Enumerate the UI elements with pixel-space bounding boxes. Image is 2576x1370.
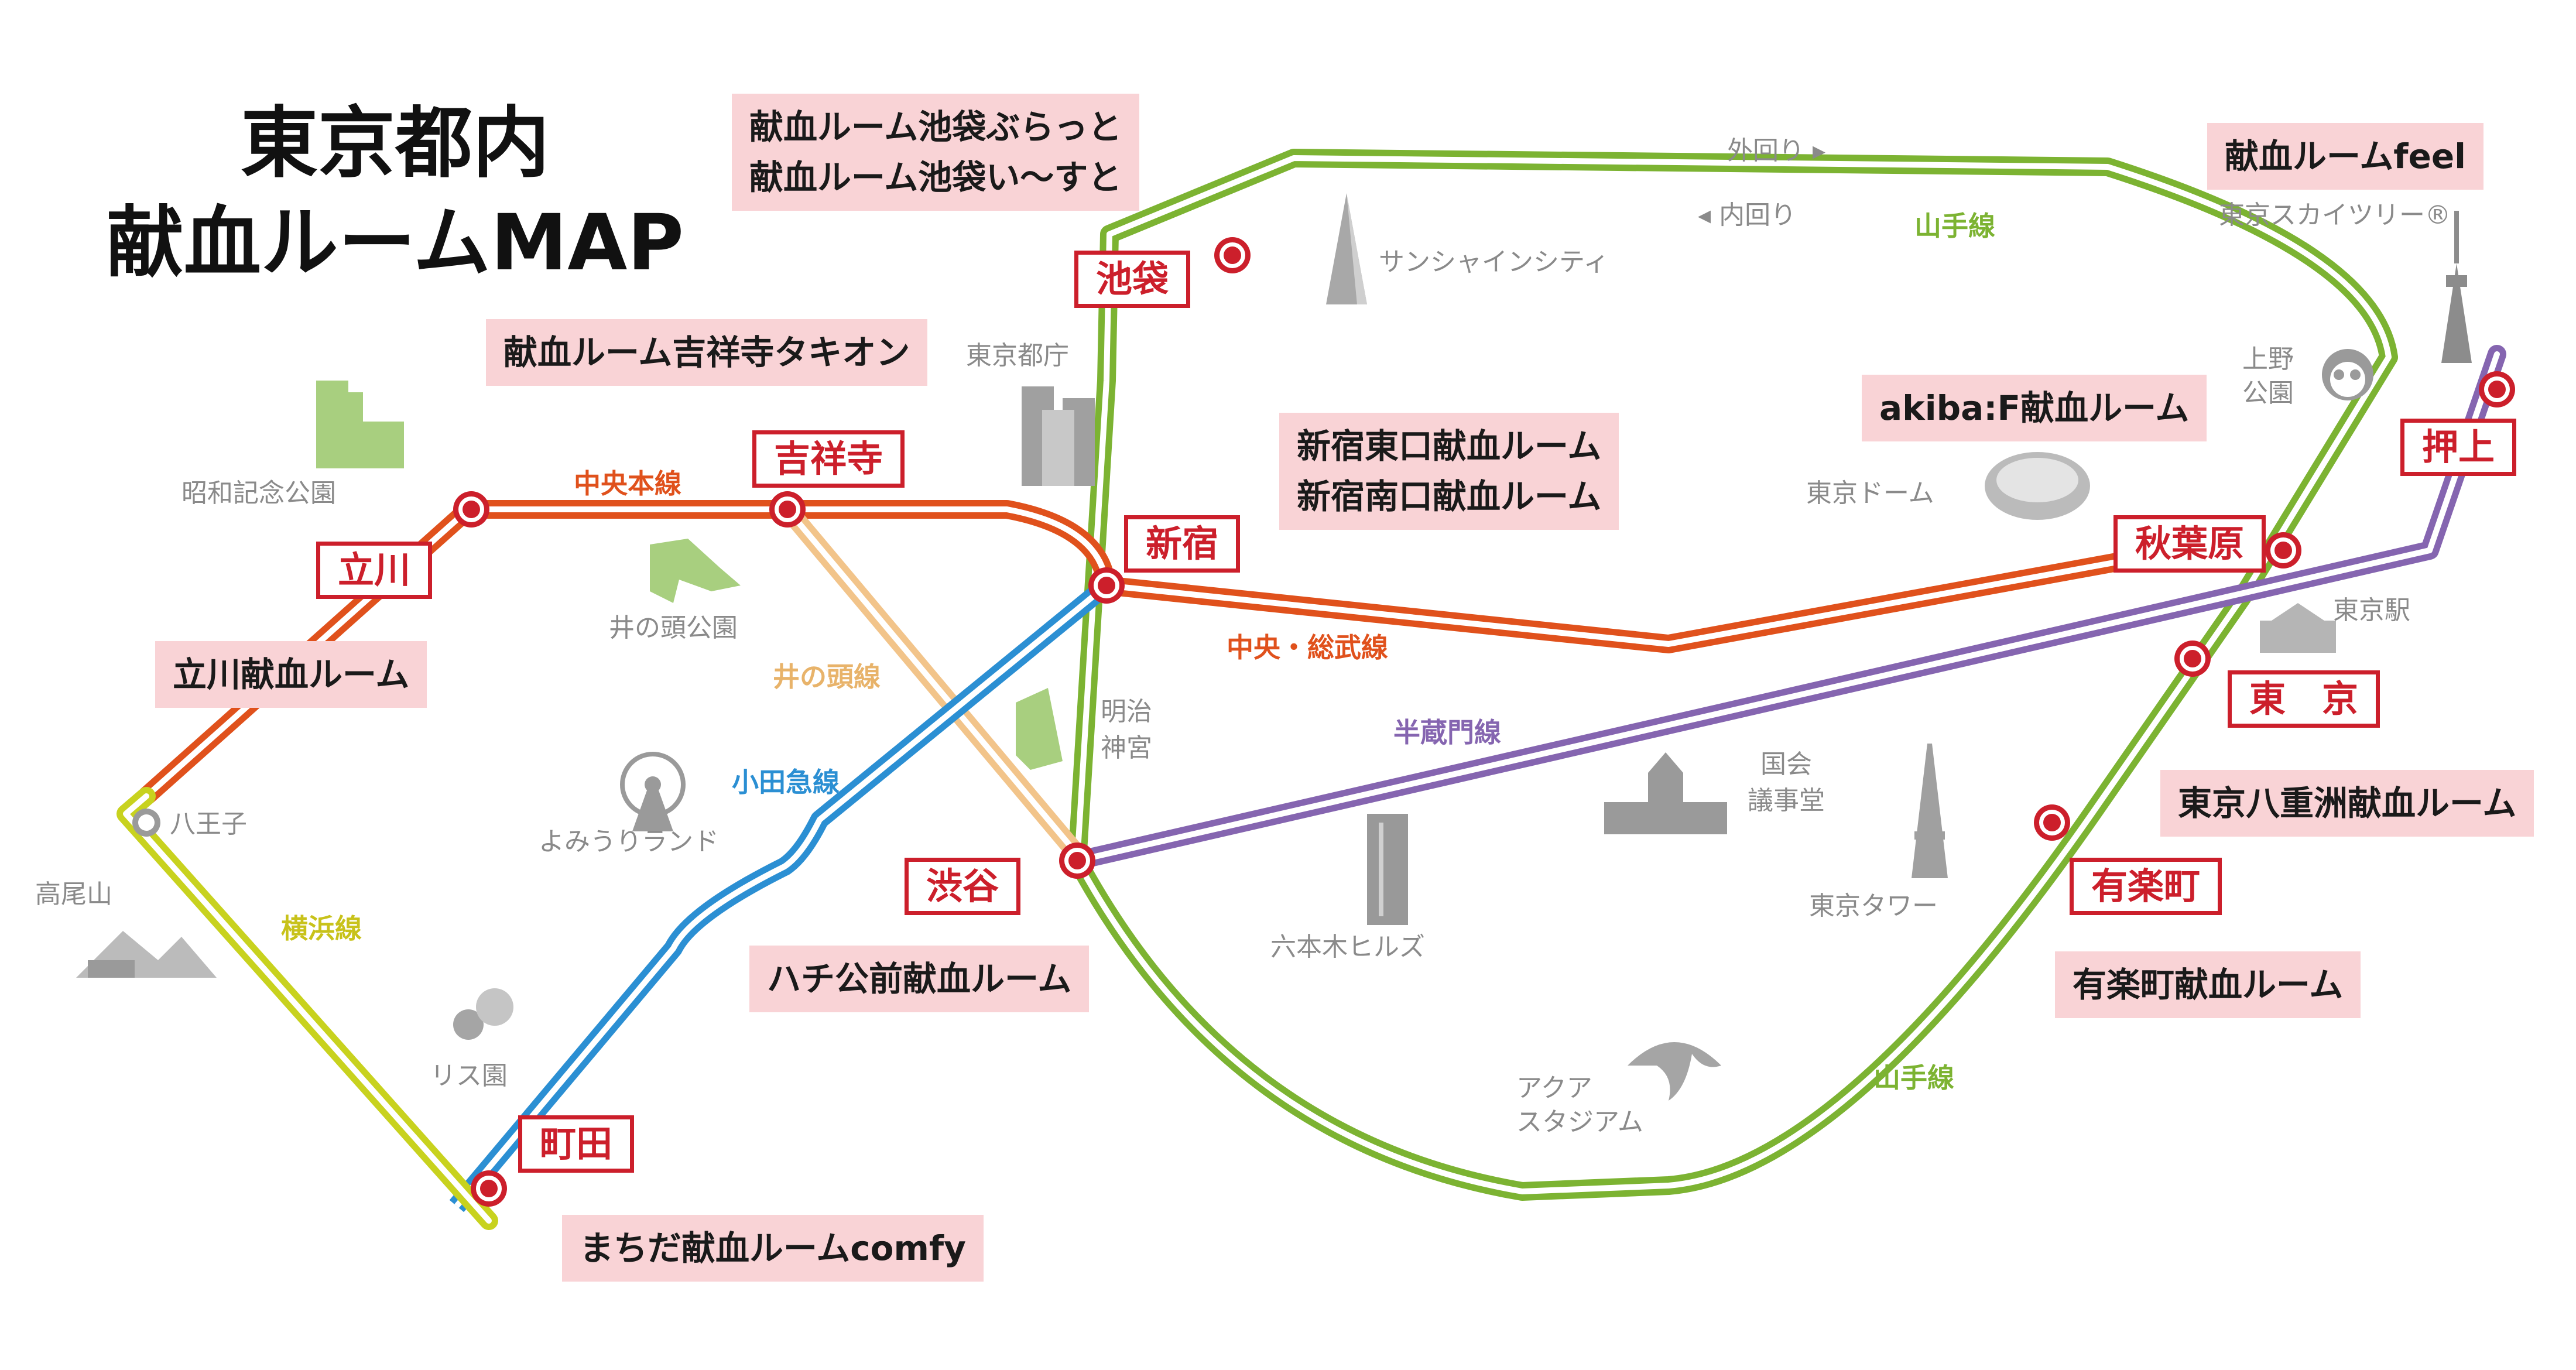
label-chuo-sobu: 中央・総武線 xyxy=(1227,632,1388,663)
yokohama-line xyxy=(117,787,498,1230)
room-shinjuku[interactable]: 新宿東口献血ルーム 新宿南口献血ルーム xyxy=(1279,413,1619,530)
yamanote-line xyxy=(1068,149,2398,1201)
station-dot-akihabara xyxy=(2265,532,2301,568)
room-kichijoji[interactable]: 献血ルーム吉祥寺タキオン xyxy=(486,319,928,386)
station-yurakucho[interactable]: 有楽町 xyxy=(2070,858,2222,915)
landmark-roppongi: 六本木ヒルズ xyxy=(1270,932,1425,962)
landmark-hachioji: 八王子 xyxy=(170,809,247,839)
landmark-ueno: 上野 公園 xyxy=(2242,342,2294,410)
odakyu-line xyxy=(449,578,1113,1213)
room-tokyo[interactable]: 東京八重洲献血ルーム xyxy=(2160,770,2534,837)
label-yamanote-bottom: 山手線 xyxy=(1873,1062,1954,1094)
station-dot-shinjuku xyxy=(1088,567,1125,604)
room-tachikawa[interactable]: 立川献血ルーム xyxy=(155,641,427,708)
landmark-showa: 昭和記念公園 xyxy=(181,478,336,508)
landmark-ueno-2: 公園 xyxy=(2242,378,2294,408)
room-ikebukuro[interactable]: 献血ルーム池袋ぶらっと 献血ルーム池袋い～すと xyxy=(732,94,1140,211)
landmark-meiji-2: 神宮 xyxy=(1101,733,1152,763)
label-yamanote-top: 山手線 xyxy=(1914,210,1995,242)
room-shibuya[interactable]: ハチ公前献血ルーム xyxy=(749,946,1090,1012)
landmark-yomiuri: よみうりランド xyxy=(539,827,719,857)
station-dot-ikebukuro xyxy=(1214,237,1251,273)
title-line-1: 東京都内 xyxy=(241,98,550,189)
label-inokashira: 井の頭線 xyxy=(773,661,881,693)
label-yokohama: 横浜線 xyxy=(281,913,362,944)
landmark-aqua-2: スタジアム xyxy=(1516,1107,1643,1137)
landmark-inokashira-park: 井の頭公園 xyxy=(609,613,738,643)
station-shinjuku[interactable]: 新宿 xyxy=(1124,515,1241,573)
room-machida[interactable]: まちだ献血ルームcomfy xyxy=(562,1215,984,1282)
landmark-ueno-1: 上野 xyxy=(2242,344,2294,374)
landmark-meiji: 明治 神宮 xyxy=(1101,694,1152,766)
landmark-aqua: アクア スタジアム xyxy=(1516,1071,1643,1139)
landmark-kokkai-1: 国会 xyxy=(1760,749,1812,779)
landmark-meiji-1: 明治 xyxy=(1101,697,1152,727)
station-ikebukuro[interactable]: 池袋 xyxy=(1074,251,1191,308)
room-ikebukuro-east[interactable]: 献血ルーム池袋い～すと xyxy=(749,157,1122,197)
station-dot-yurakucho xyxy=(2034,804,2070,841)
title-line-2: 献血ルームMAP xyxy=(106,198,684,288)
map-title: 東京都内 献血ルームMAP xyxy=(88,94,703,293)
inokashira-line xyxy=(780,503,1088,864)
landmark-tocho: 東京都庁 xyxy=(966,341,1069,371)
station-shibuya[interactable]: 渋谷 xyxy=(905,858,1021,915)
landmark-tokyo-tower: 東京タワー xyxy=(1809,891,1938,921)
room-ikebukuro-bratto[interactable]: 献血ルーム池袋ぶらっと xyxy=(749,107,1122,147)
station-tachikawa[interactable]: 立川 xyxy=(316,542,433,599)
landmark-skytree: 東京スカイツリー® xyxy=(2219,200,2451,230)
landmark-sunshine: サンシャインシティ xyxy=(1379,247,1609,277)
station-oshiage[interactable]: 押上 xyxy=(2400,419,2517,476)
station-dot-shibuya xyxy=(1059,842,1095,879)
station-tokyo[interactable]: 東 京 xyxy=(2228,670,2380,728)
station-dot-oshiage xyxy=(2479,371,2515,407)
landmark-takao: 高尾山 xyxy=(35,879,112,909)
label-outer-loop: 外回り ▸ xyxy=(1727,136,1826,166)
label-odakyu: 小田急線 xyxy=(732,766,840,798)
landmark-tokyo-station: 東京駅 xyxy=(2333,595,2410,625)
label-chuo-main: 中央本線 xyxy=(574,468,681,499)
station-dot-machida xyxy=(471,1170,507,1207)
room-shinjuku-south[interactable]: 新宿南口献血ルーム xyxy=(1297,477,1602,516)
label-inner-loop: ◂ 内回り xyxy=(1698,200,1797,230)
label-hanzomon: 半蔵門線 xyxy=(1393,717,1501,748)
station-markers xyxy=(132,237,2515,1207)
station-machida[interactable]: 町田 xyxy=(518,1115,635,1173)
station-dot-tokyo xyxy=(2174,641,2211,677)
landmark-kokkai: 国会 議事堂 xyxy=(1748,746,1825,819)
landmark-risu: リス園 xyxy=(430,1061,508,1091)
room-yurakucho[interactable]: 有楽町献血ルーム xyxy=(2055,951,2361,1018)
landmark-tokyo-dome: 東京ドーム xyxy=(1806,478,1934,508)
station-dot-kichijoji xyxy=(769,491,806,528)
landmark-kokkai-2: 議事堂 xyxy=(1748,786,1825,816)
room-akihabara[interactable]: akiba:F献血ルーム xyxy=(1862,375,2207,441)
room-shinjuku-east[interactable]: 新宿東口献血ルーム xyxy=(1297,426,1602,466)
station-dot-tachikawa xyxy=(453,491,489,528)
landmark-aqua-1: アクア xyxy=(1516,1073,1592,1103)
station-akihabara[interactable]: 秋葉原 xyxy=(2113,515,2266,573)
station-kichijoji[interactable]: 吉祥寺 xyxy=(752,430,905,488)
landmark-icons xyxy=(76,193,2472,1101)
room-oshiage[interactable]: 献血ルームfeel xyxy=(2207,123,2484,190)
